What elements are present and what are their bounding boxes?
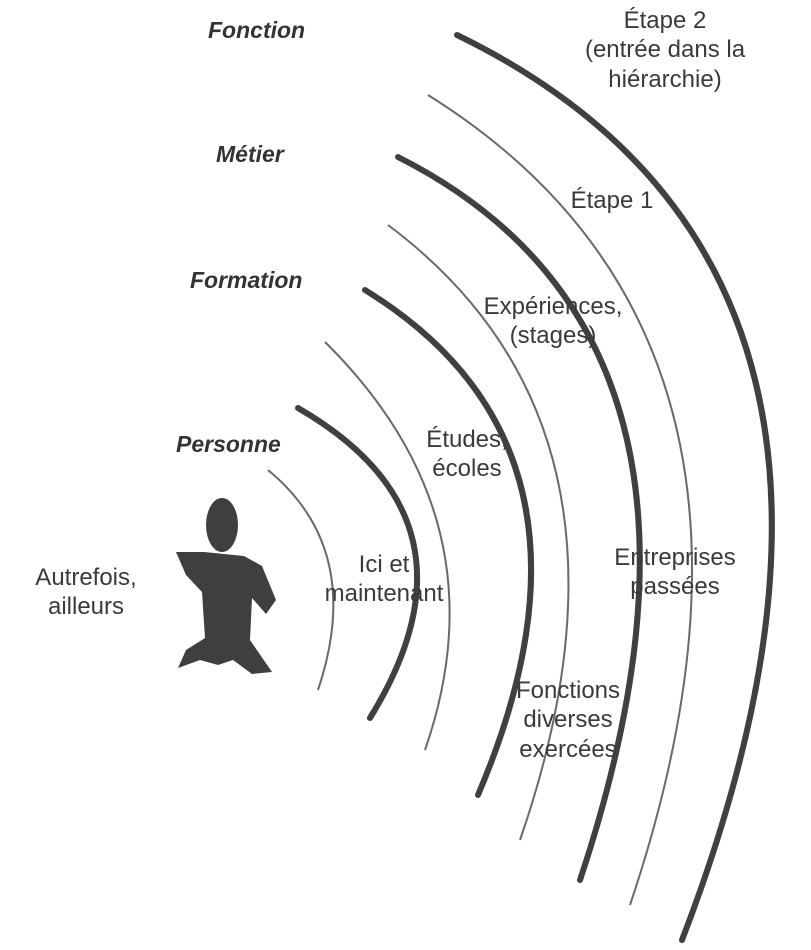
arc-metier bbox=[395, 154, 643, 883]
zone-label-etape1: Étape 1 bbox=[570, 187, 654, 214]
level-label-formation: Formation bbox=[190, 267, 303, 293]
person-figure-icon bbox=[176, 498, 276, 674]
zone-label-experiences: Expériences, (stages) bbox=[483, 293, 623, 350]
level-label-personne: Personne bbox=[176, 431, 281, 457]
zone-label-ici: Ici et maintenant bbox=[324, 551, 444, 608]
zone-label-entreprises: Entreprises passées bbox=[614, 544, 736, 601]
level-label-fonction: Fonction bbox=[208, 17, 306, 43]
arc-personne bbox=[295, 405, 421, 721]
arc-formation bbox=[362, 287, 535, 798]
zone-label-etudes: Études, écoles bbox=[426, 426, 508, 483]
level-label-metier: Métier bbox=[216, 141, 284, 167]
zone-label-autrefois: Autrefois, ailleurs bbox=[35, 564, 137, 621]
arc-thin-2 bbox=[324, 341, 451, 751]
zone-label-etape2: Étape 2 (entrée dans la hiérarchie) bbox=[584, 7, 746, 93]
zone-label-fonctions: Fonctions diverses exercées bbox=[515, 677, 621, 763]
arc-thin-1 bbox=[267, 469, 335, 691]
arc-thin-3 bbox=[387, 224, 570, 841]
arc-fonction bbox=[454, 32, 775, 943]
arc-thin-4 bbox=[427, 94, 693, 906]
